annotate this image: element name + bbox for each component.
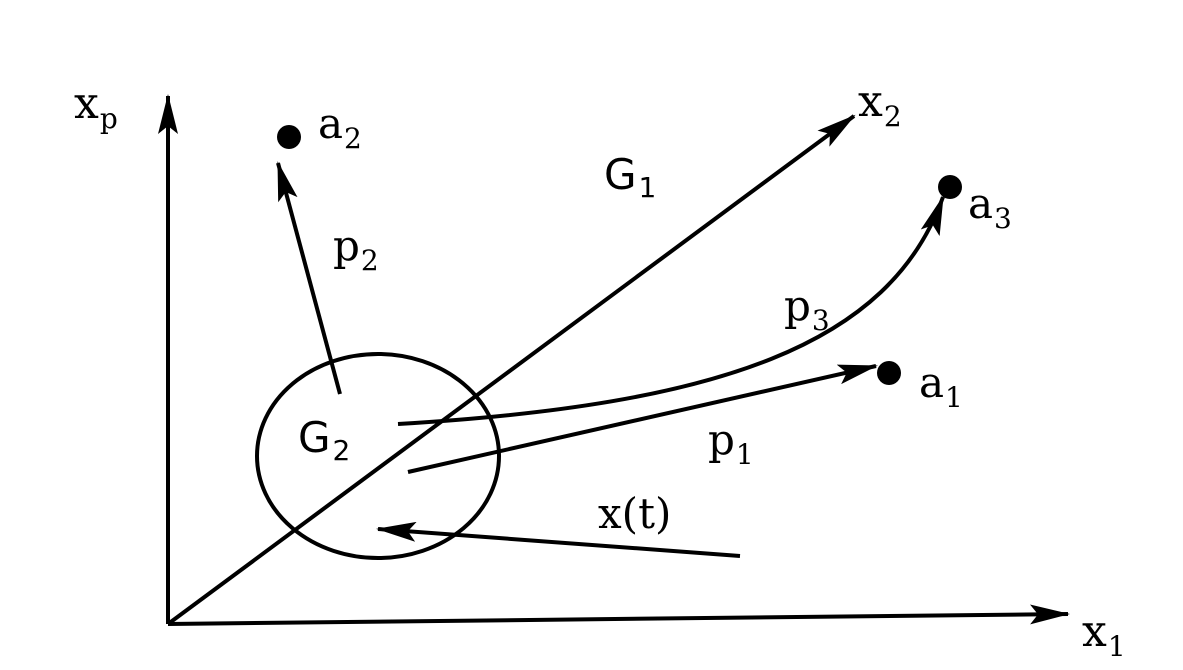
x1-axis bbox=[167, 604, 1070, 626]
point-label-a3: a3 bbox=[968, 179, 1012, 235]
trajectory-arrow bbox=[376, 521, 741, 558]
path-p2-arrow bbox=[276, 161, 342, 395]
region-label-g2: G2 bbox=[298, 413, 350, 467]
path-label-p3: p3 bbox=[784, 281, 830, 337]
path-label-p2: p2 bbox=[333, 221, 379, 277]
path-p3-curve bbox=[397, 195, 945, 426]
x2-axis bbox=[166, 114, 856, 626]
region-g2-ellipse bbox=[255, 352, 501, 560]
point-a2 bbox=[277, 125, 301, 149]
axis-label-xp: xp bbox=[74, 78, 118, 135]
point-label-a2: a2 bbox=[318, 99, 362, 155]
trajectory-label: x(t) bbox=[598, 489, 671, 538]
point-a1 bbox=[877, 361, 901, 385]
point-label-a1: a1 bbox=[919, 358, 963, 414]
axis-label-x2: x2 bbox=[858, 76, 902, 133]
point-a3 bbox=[938, 175, 962, 199]
path-label-p1: p1 bbox=[708, 415, 754, 471]
path-p1-arrow bbox=[407, 364, 878, 474]
region-label-g1: G1 bbox=[604, 150, 656, 204]
axis-label-x1: x1 bbox=[1082, 606, 1126, 663]
